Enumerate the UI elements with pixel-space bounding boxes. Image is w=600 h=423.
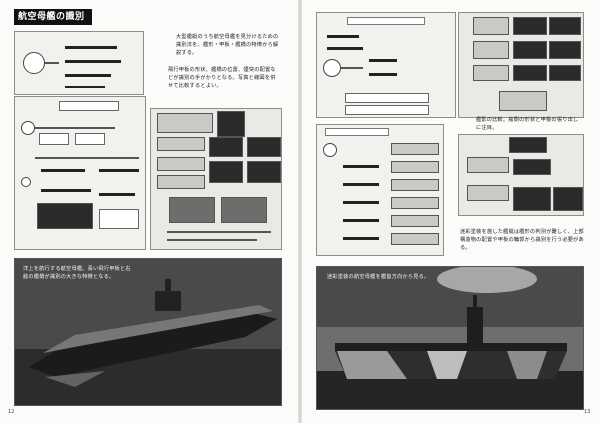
ship-photo xyxy=(157,157,205,171)
small-ship-photo xyxy=(37,203,93,229)
silhouette-diagram-panel xyxy=(14,31,144,95)
ship-photo xyxy=(473,41,509,59)
table-photo xyxy=(391,233,439,245)
ship-photo xyxy=(553,187,583,211)
profile-line xyxy=(167,231,271,233)
table-photo xyxy=(391,179,439,191)
photo-comparison-panel xyxy=(150,108,282,250)
ship-silhouette xyxy=(343,237,379,240)
flow-box xyxy=(75,133,105,145)
ship-silhouette xyxy=(343,201,379,204)
ship-photo xyxy=(157,175,205,189)
ship-photo xyxy=(209,161,243,183)
ship-silhouette xyxy=(343,165,379,168)
diagram-node xyxy=(323,59,341,77)
mid-caption-right: 艦影の比較。舷側の形状と甲板の張り出しに注目。 xyxy=(476,117,579,131)
ship-silhouette xyxy=(65,60,121,63)
ship-photo xyxy=(509,137,547,153)
table-node xyxy=(323,143,337,157)
ship-photo xyxy=(549,41,581,59)
ship-silhouette xyxy=(99,193,135,196)
ship-photo xyxy=(513,187,551,211)
diagram-node xyxy=(23,52,45,74)
camouflage-carrier-illustration xyxy=(317,267,583,409)
silhouette-table xyxy=(316,124,444,256)
ship-photo xyxy=(221,197,267,223)
ship-photo xyxy=(513,17,547,35)
ship-photo xyxy=(247,137,281,157)
silhouette-chart-right xyxy=(316,12,456,118)
table-photo xyxy=(391,143,439,155)
ship-photo xyxy=(473,65,509,81)
connector-line xyxy=(45,62,59,64)
ship-silhouette xyxy=(327,47,363,50)
section-title: 航空母艦の識別 xyxy=(14,9,92,25)
flow-node xyxy=(21,121,35,135)
photo-grid-right xyxy=(458,12,584,118)
ship-photo xyxy=(169,197,215,223)
ship-photo xyxy=(467,185,509,201)
ship-photo xyxy=(549,65,581,81)
ship-silhouette xyxy=(65,86,105,88)
photo-caption-left: 洋上を航行する航空母艦。長い飛行甲板と右舷の艦橋が識別の大きな特徴となる。 xyxy=(23,266,131,280)
table-photo xyxy=(391,197,439,209)
chart-label xyxy=(347,17,425,25)
ship-photo xyxy=(473,17,509,35)
ship-photo xyxy=(499,91,547,111)
table-header xyxy=(325,128,389,136)
flow-line xyxy=(35,127,115,129)
ship-silhouette xyxy=(369,59,397,62)
ship-silhouette xyxy=(369,73,397,76)
flow-node xyxy=(21,177,31,187)
ship-silhouette xyxy=(327,35,359,38)
profile-line xyxy=(167,239,257,241)
ship-photo xyxy=(247,161,281,183)
photo-caption-right: 迷彩塗装の航空母艦を艦首方向から見る。 xyxy=(327,274,430,280)
flow-box xyxy=(59,101,119,111)
flow-line xyxy=(35,157,139,159)
page-gutter xyxy=(298,0,302,423)
page-number-right: 13 xyxy=(584,409,591,415)
page-number-left: 12 xyxy=(8,409,15,415)
ship-photo xyxy=(513,159,551,175)
ship-photo xyxy=(157,137,205,151)
ship-photo xyxy=(209,137,243,157)
ship-photo xyxy=(513,41,547,59)
ship-silhouette xyxy=(41,189,91,192)
ship-photo xyxy=(157,113,213,133)
identification-flowchart xyxy=(14,96,146,250)
intro-text-2: 飛行甲板の形状、艦橋の位置、煙突の配置などが識別の手がかりとなる。写真と線図を併… xyxy=(168,67,276,89)
carrier-photo-left: 洋上を航行する航空母艦。長い飛行甲板と右舷の艦橋が識別の大きな特徴となる。 xyxy=(14,258,282,406)
type-box xyxy=(345,105,429,115)
ship-silhouette xyxy=(41,169,85,172)
ship-photo xyxy=(467,157,509,173)
carrier-photo-right: 迷彩塗装の航空母艦を艦首方向から見る。 xyxy=(316,266,584,410)
photo-comparison-right xyxy=(458,134,584,216)
type-box xyxy=(345,93,429,103)
flow-box xyxy=(39,133,69,145)
carrier-illustration xyxy=(15,259,281,405)
ship-silhouette xyxy=(343,219,379,222)
ship-photo xyxy=(513,65,547,81)
ship-silhouette xyxy=(99,169,139,172)
ship-silhouette xyxy=(65,46,117,49)
flow-box xyxy=(99,209,139,229)
connector-line xyxy=(341,67,363,69)
table-photo xyxy=(391,161,439,173)
table-photo xyxy=(391,215,439,227)
ship-silhouette xyxy=(65,74,111,77)
lower-caption-right: 迷彩塗装を施した艦艇は艦形の判別が難しく、上部構造物の配置や甲板の輪郭から識別を… xyxy=(460,229,584,251)
intro-text: 大型艦艇のうち航空母艦を見分けるための識別法を、艦形・甲板・艦橋の特徴から解説す… xyxy=(176,34,279,56)
ship-photo xyxy=(217,111,245,137)
ship-photo xyxy=(549,17,581,35)
ship-silhouette xyxy=(343,183,379,186)
